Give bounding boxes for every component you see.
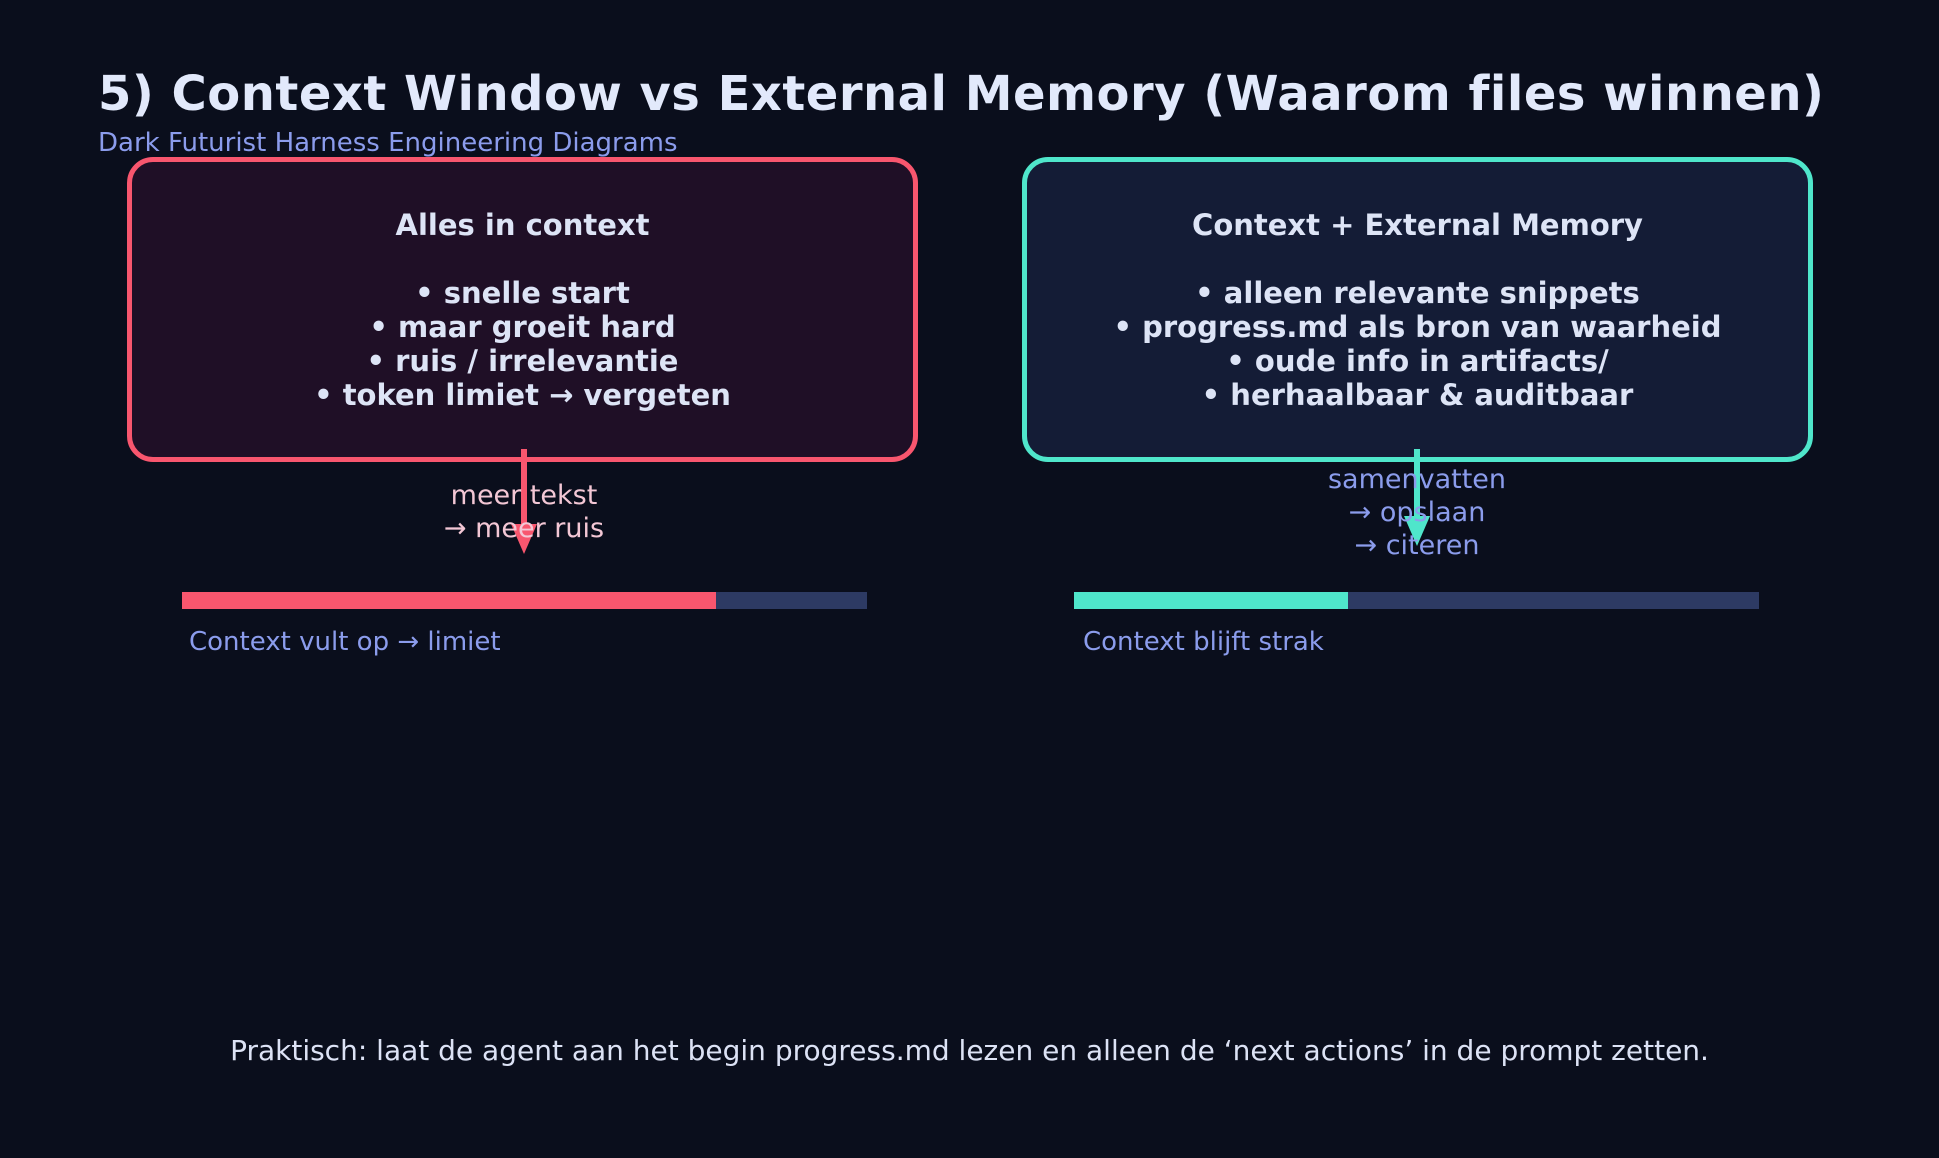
bullet-item: • alleen relevante snippets [1195,276,1640,310]
bullet-item: • herhaalbaar & auditbaar [1201,378,1634,412]
footer-note: Praktisch: laat de agent aan het begin p… [230,1034,1709,1067]
progress-bar-fill [1074,592,1348,609]
down-arrow-icon [1414,449,1420,521]
arrow-label-line: → meer ruis [443,513,605,544]
arrow-label-line: meer tekst [450,480,598,511]
panel-title: Context + External Memory [1192,208,1643,242]
page-subtitle: Dark Futurist Harness Engineering Diagra… [98,128,678,158]
bullet-item: • ruis / irrelevantie [366,344,679,378]
progress-bar-track [1074,592,1759,609]
arrow-label-line: → citeren [1354,530,1480,561]
panel-bullet-list: • alleen relevante snippets • progress.m… [1027,276,1808,412]
down-arrow-icon [521,449,527,529]
bar-label: Context vult op → limiet [189,627,501,657]
progress-bar-fill [182,592,717,609]
arrow-label-line: samenvatten [1327,464,1507,495]
arrow-label: samenvatten → opslaan → citeren [1217,463,1617,562]
bullet-item: • token limiet → vergeten [314,378,731,412]
bullet-item: • snelle start [415,276,630,310]
arrow-label-line: → opslaan [1348,497,1486,528]
down-arrow-icon [1404,516,1430,546]
bullet-item: • oude info in artifacts/ [1226,344,1609,378]
panel-title: Alles in context [395,208,650,242]
arrow-label: meer tekst → meer ruis [324,479,724,545]
panel-context-external-memory: Context + External Memory • alleen relev… [1022,157,1813,462]
panel-alles-in-context: Alles in context • snelle start • maar g… [127,157,918,462]
down-arrow-icon [511,524,537,554]
bullet-item: • progress.md als bron van waarheid [1113,310,1722,344]
progress-bar-track [182,592,867,609]
bullet-item: • maar groeit hard [369,310,676,344]
panel-bullet-list: • snelle start • maar groeit hard • ruis… [132,276,913,412]
page-title: 5) Context Window vs External Memory (Wa… [98,66,1825,122]
bar-label: Context blijft strak [1083,627,1324,657]
